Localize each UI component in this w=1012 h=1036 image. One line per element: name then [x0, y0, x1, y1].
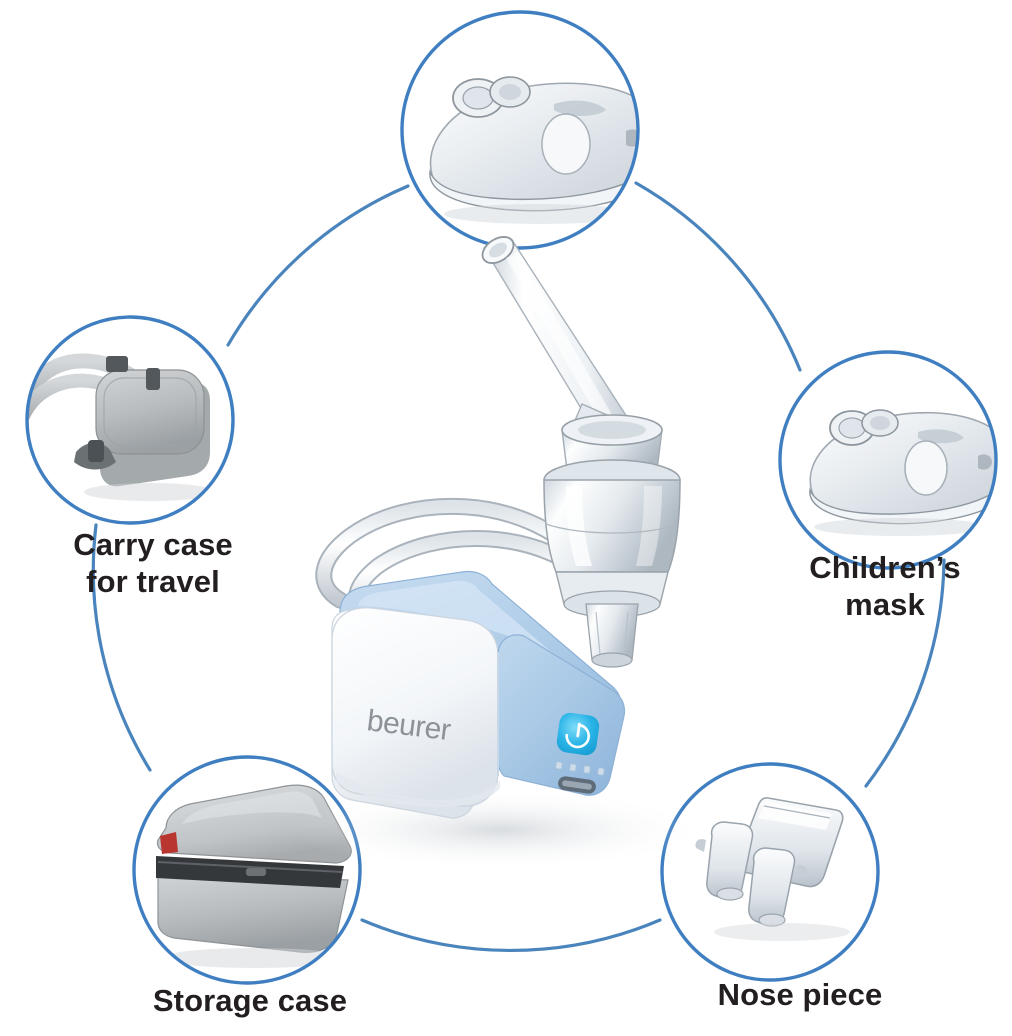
children-mask-icon	[809, 409, 996, 536]
item-circle-children-mask[interactable]	[778, 350, 1012, 570]
carry-case-icon	[27, 353, 216, 501]
item-circle-storage-case[interactable]	[132, 755, 362, 985]
connector-carry-to-adult	[226, 184, 410, 347]
circle-ring-children-mask	[778, 350, 998, 570]
nose-piece-icon	[695, 797, 850, 941]
connector-nose-to-storage	[360, 918, 662, 952]
label-nose-piece: Nose piece	[717, 977, 883, 1012]
label-carry-case: Carry case for travel	[73, 527, 233, 599]
item-circle-nose-piece[interactable]	[660, 762, 880, 982]
connector-storage-to-carry	[91, 523, 152, 772]
item-circle-carry-case[interactable]	[22, 315, 235, 525]
label-children-mask: Children’s mask	[809, 550, 961, 622]
item-circle-adult-mask[interactable]	[400, 10, 666, 250]
connector-arcs	[91, 181, 946, 952]
connector-children-to-nose	[864, 558, 946, 788]
label-storage-case: Storage case	[152, 983, 348, 1018]
circle-ring-carry-case	[25, 315, 235, 525]
adult-mask-icon	[429, 76, 638, 224]
circle-ring-nose-piece	[660, 762, 880, 982]
connector-adult-to-children	[634, 181, 802, 372]
circle-ring-storage-case	[132, 755, 362, 985]
